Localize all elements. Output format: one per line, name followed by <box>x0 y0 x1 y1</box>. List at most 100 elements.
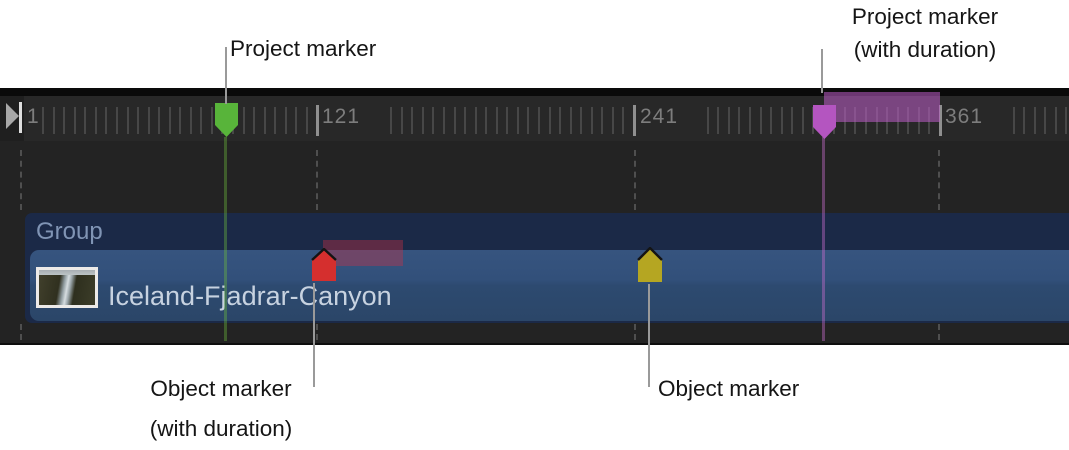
project-marker-duration-guide-line <box>822 137 825 341</box>
ruler-major-tick <box>938 105 942 136</box>
ruler-minor-tick <box>569 107 572 134</box>
ruler-minor-tick <box>253 107 256 134</box>
ruler-minor-tick <box>1012 107 1015 134</box>
ruler-minor-tick <box>443 107 445 134</box>
ruler-minor-tick <box>770 107 773 134</box>
project-marker-guide-line <box>224 137 227 341</box>
ruler-minor-tick <box>137 107 140 134</box>
ruler-minor-tick <box>485 107 488 134</box>
layer-track-row[interactable]: Iceland-Fjadrar-Canyon <box>30 250 1069 321</box>
ruler-minor-tick <box>84 107 87 134</box>
object-marker-duration-bar[interactable] <box>323 240 403 266</box>
ruler-minor-tick <box>590 107 593 134</box>
ruler-minor-tick <box>780 107 783 134</box>
object-marker-yellow[interactable] <box>637 247 663 283</box>
ruler-minor-tick <box>115 107 118 134</box>
gridline <box>634 324 636 340</box>
ruler-minor-tick <box>432 107 435 134</box>
ruler-minor-tick <box>748 107 751 134</box>
project-marker-green[interactable] <box>214 102 239 138</box>
annotation-line-project-marker <box>225 47 227 104</box>
ruler-minor-tick <box>738 107 741 134</box>
ruler-minor-tick <box>305 107 308 134</box>
ruler-minor-tick <box>611 107 614 134</box>
ruler-minor-tick <box>274 107 277 134</box>
ruler-minor-tick <box>506 107 509 134</box>
ruler-minor-tick <box>390 107 393 134</box>
ruler-minor-tick <box>791 107 794 134</box>
ruler-minor-tick <box>168 107 171 134</box>
ruler-minor-tick <box>94 107 97 134</box>
ruler-frame-label: 241 <box>640 105 679 128</box>
ruler-minor-tick <box>548 107 551 134</box>
gridline <box>634 150 636 210</box>
ruler-minor-tick <box>52 107 55 134</box>
ruler-minor-tick <box>105 107 108 134</box>
ruler-minor-tick <box>495 107 498 134</box>
ruler-minor-tick <box>516 107 519 134</box>
group-label: Group <box>36 218 103 245</box>
ruler-minor-tick <box>580 107 583 134</box>
ruler-minor-tick <box>527 107 530 134</box>
ruler-minor-tick <box>158 107 161 134</box>
ruler-minor-tick <box>1023 107 1026 134</box>
ruler-minor-tick <box>801 107 804 134</box>
gridline <box>20 324 22 340</box>
ruler-minor-tick <box>73 107 76 134</box>
gridline <box>20 150 22 210</box>
ruler-minor-tick <box>400 107 403 134</box>
ruler-minor-tick <box>1054 107 1057 134</box>
ruler-minor-tick <box>295 107 298 134</box>
ruler-minor-tick <box>759 107 762 134</box>
project-marker-purple[interactable] <box>812 104 837 140</box>
ruler-frame-label: 1 <box>27 105 40 128</box>
ruler-major-tick <box>632 105 636 136</box>
ruler-frame-label: 361 <box>945 105 984 128</box>
object-marker-red[interactable] <box>311 248 337 282</box>
ruler-minor-tick <box>1033 107 1036 134</box>
annotation-object-marker-with-duration: Object marker (with duration) <box>149 376 293 441</box>
ruler-minor-tick <box>210 107 213 134</box>
ruler-minor-tick <box>474 107 477 134</box>
ruler-minor-tick <box>622 107 625 134</box>
ruler-minor-tick <box>559 107 562 134</box>
ruler-minor-tick <box>147 107 150 134</box>
ruler-minor-tick <box>200 107 203 134</box>
ruler-major-tick <box>316 105 320 136</box>
ruler-minor-tick <box>1044 107 1047 134</box>
gridline <box>938 324 940 340</box>
ruler-minor-tick <box>263 107 266 134</box>
timeline-start-indicator-icon[interactable] <box>5 96 25 141</box>
ruler-minor-tick <box>453 107 456 134</box>
ruler-minor-tick <box>42 107 45 134</box>
gridline <box>938 150 940 210</box>
gridline <box>316 150 318 210</box>
ruler-minor-tick <box>717 107 720 134</box>
ruler-minor-tick <box>126 107 129 134</box>
annotation-line-object-marker <box>648 284 650 387</box>
ruler-minor-tick <box>1065 107 1068 134</box>
ruler-minor-tick <box>189 107 192 134</box>
ruler-minor-tick <box>284 107 287 134</box>
ruler-minor-tick <box>179 107 182 134</box>
annotation-project-marker-with-duration: Project marker (with duration) <box>851 4 999 62</box>
layer-thumbnail <box>36 267 98 308</box>
ruler-minor-tick <box>464 107 467 134</box>
annotation-line-object-marker-duration <box>313 283 315 387</box>
gridline <box>316 324 318 340</box>
ruler-minor-tick <box>727 107 730 134</box>
project-marker-duration-bar[interactable] <box>824 92 940 122</box>
ruler-minor-tick <box>411 107 414 134</box>
annotation-object-marker: Object marker <box>658 376 800 401</box>
ruler-minor-tick <box>537 107 540 134</box>
ruler-minor-tick <box>601 107 604 134</box>
ruler-minor-tick <box>63 107 66 134</box>
timeline-top-border <box>0 88 1069 96</box>
layer-label: Iceland-Fjadrar-Canyon <box>108 281 392 311</box>
ruler-minor-tick <box>242 107 245 134</box>
ruler-minor-tick <box>706 107 709 134</box>
ruler-frame-label: 121 <box>322 105 361 128</box>
ruler-minor-tick <box>421 107 424 134</box>
annotation-line-project-marker-duration <box>821 49 823 93</box>
